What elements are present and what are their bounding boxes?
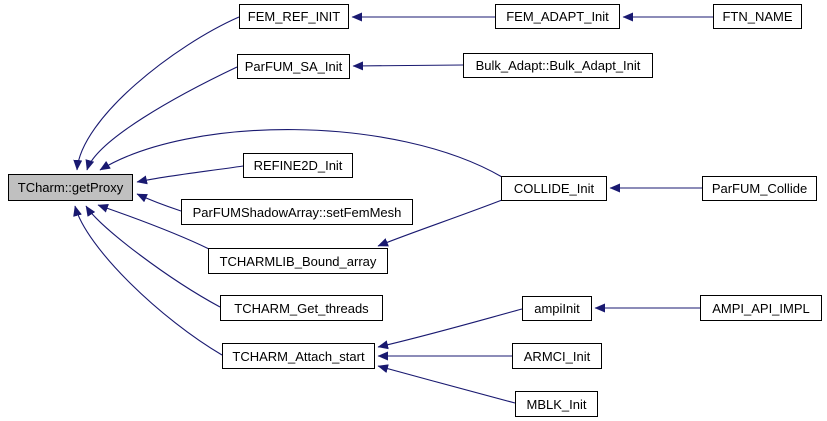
node-ftn-name[interactable]: FTN_NAME xyxy=(713,4,802,29)
node-collide-init[interactable]: COLLIDE_Init xyxy=(501,176,607,201)
node-tcharm-get-threads[interactable]: TCHARM_Get_threads xyxy=(220,295,383,321)
edge-tcharm-attach-start-to-tcharm-getproxy xyxy=(73,205,223,356)
edge-bulk-adapt-init-to-parfum-sa-init xyxy=(352,61,464,71)
node-ampiinit[interactable]: ampiInit xyxy=(522,296,592,321)
edge-tcharmlib-bound-array-to-tcharm-getproxy xyxy=(97,204,210,250)
node-tcharm-attach-start[interactable]: TCHARM_Attach_start xyxy=(222,343,375,369)
node-fem-adapt-init[interactable]: FEM_ADAPT_Init xyxy=(495,4,620,29)
edge-parfum-sa-init-to-tcharm-getproxy xyxy=(85,66,238,171)
edge-refine2d-init-to-tcharm-getproxy xyxy=(136,165,244,185)
node-mblk-init[interactable]: MBLK_Init xyxy=(515,391,598,417)
edge-mblk-init-to-tcharm-attach-start xyxy=(377,364,516,404)
node-tcharmlib-bound-array[interactable]: TCHARMLIB_Bound_array xyxy=(208,248,388,274)
node-armci-init[interactable]: ARMCI_Init xyxy=(512,343,602,369)
edge-collide-init-to-tcharmlib-bound-array xyxy=(377,199,503,247)
node-parfum-shadow-setfemmesh[interactable]: ParFUMShadowArray::setFemMesh xyxy=(181,199,413,225)
edge-collide-init-to-tcharm-getproxy xyxy=(99,129,503,178)
edge-parfum-shadow-setfemmesh-to-tcharm-getproxy xyxy=(136,193,182,212)
edge-fem-ref-init-to-tcharm-getproxy xyxy=(73,16,240,171)
node-parfum-collide[interactable]: ParFUM_Collide xyxy=(702,176,817,201)
node-bulk-adapt-init[interactable]: Bulk_Adapt::Bulk_Adapt_Init xyxy=(463,53,653,78)
node-parfum-sa-init[interactable]: ParFUM_SA_Init xyxy=(237,54,350,79)
edge-ampiinit-to-tcharm-attach-start xyxy=(377,308,523,350)
node-refine2d-init[interactable]: REFINE2D_Init xyxy=(243,153,353,178)
node-ampi-api-impl[interactable]: AMPI_API_IMPL xyxy=(700,295,822,321)
node-fem-ref-init[interactable]: FEM_REF_INIT xyxy=(239,4,349,29)
edge-tcharm-get-threads-to-tcharm-getproxy xyxy=(85,205,221,308)
node-tcharm-getproxy[interactable]: TCharm::getProxy xyxy=(8,174,133,201)
